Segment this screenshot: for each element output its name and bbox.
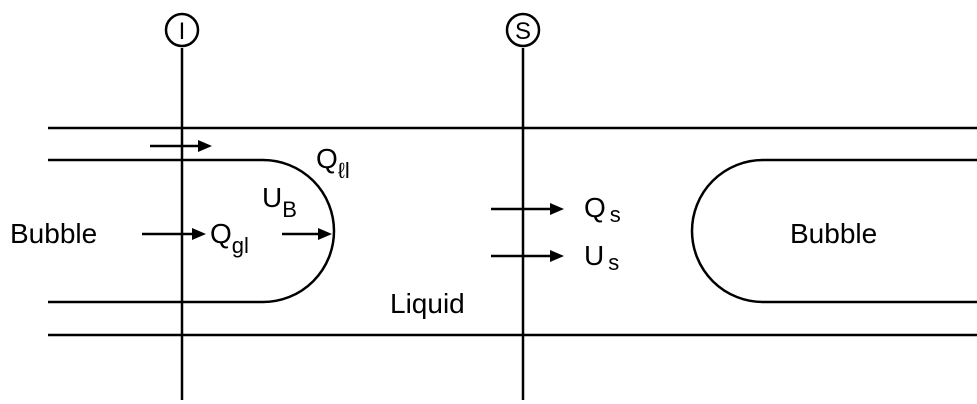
liquid-label: Liquid: [390, 288, 465, 319]
slug-flow-rate-arrow: [491, 203, 564, 215]
section-label-slug: S: [515, 18, 531, 45]
section-label-inlet: I: [179, 18, 186, 45]
q-l1-label: Qℓl: [316, 143, 350, 183]
section-marker-slug: [505, 12, 541, 48]
gas-flow-arrow: [142, 228, 206, 240]
bubble-right-label: Bubble: [790, 218, 877, 249]
bubble-left-label: Bubble: [10, 218, 97, 249]
bubble-velocity-arrow: [282, 228, 332, 240]
u-b-label: UB: [262, 182, 297, 222]
section-marker-inlet: [164, 12, 200, 48]
q-g1-label: Qgl: [210, 218, 249, 258]
left-bubble-outline: [48, 158, 336, 304]
film-flow-arrow: [150, 140, 212, 152]
right-bubble-outline: [690, 158, 977, 304]
slug-velocity-arrow: [491, 250, 564, 262]
